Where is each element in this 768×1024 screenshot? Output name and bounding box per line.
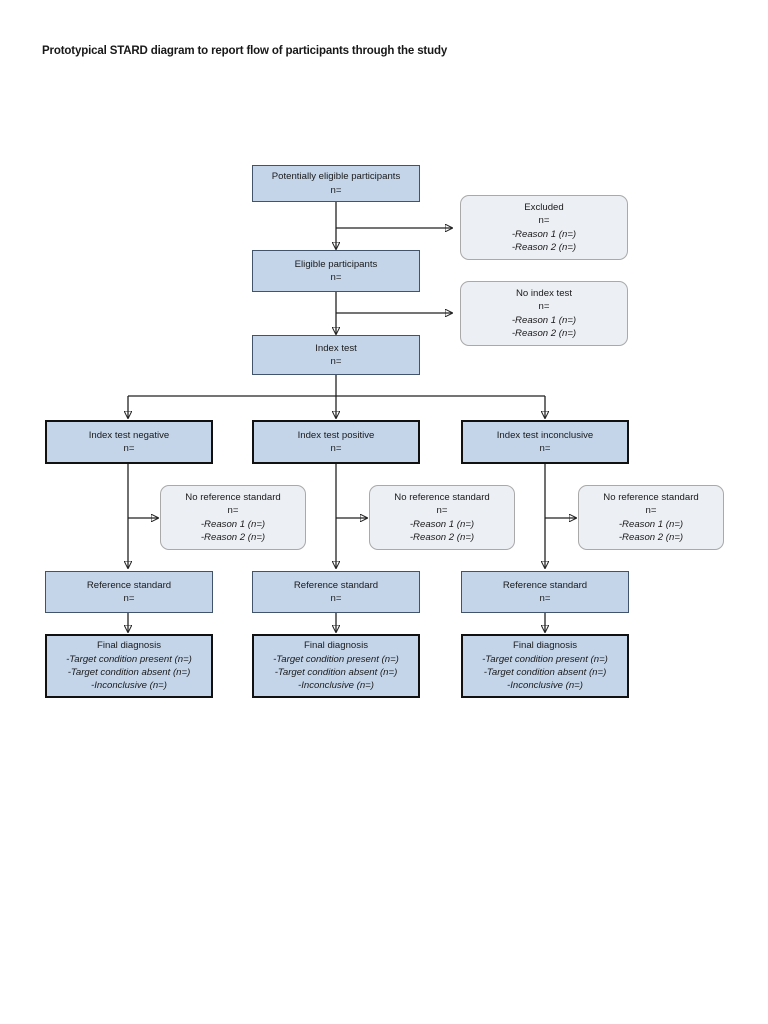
node-line: Excluded xyxy=(524,201,564,213)
node-line: Final diagnosis xyxy=(304,640,368,652)
node-index-test[interactable]: Index test n= xyxy=(252,335,420,375)
node-eligible-participants[interactable]: Eligible participants n= xyxy=(252,250,420,292)
node-line: Reference standard xyxy=(86,579,172,591)
node-reference-standard-positive[interactable]: Reference standard n= xyxy=(252,571,420,613)
node-line: -Target condition absent (n=) xyxy=(67,667,191,678)
node-index-test-negative[interactable]: Index test negative n= xyxy=(45,420,213,464)
node-reference-standard-negative[interactable]: Reference standard n= xyxy=(45,571,213,613)
node-final-diagnosis-inconclusive[interactable]: Final diagnosis -Target condition presen… xyxy=(461,634,629,698)
node-line: Reference standard xyxy=(502,579,588,591)
node-line: No reference standard xyxy=(185,491,281,503)
node-no-reference-standard-positive[interactable]: No reference standard n= -Reason 1 (n=) … xyxy=(369,485,515,550)
node-line: -Reason 2 (n=) xyxy=(511,241,577,253)
node-line: -Reason 1 (n=) xyxy=(409,518,475,530)
node-final-diagnosis-negative[interactable]: Final diagnosis -Target condition presen… xyxy=(45,634,213,698)
node-line: Index test negative xyxy=(88,429,170,441)
node-line: -Inconclusive (n=) xyxy=(507,680,583,692)
node-line: Index test xyxy=(315,342,357,354)
node-line: n= xyxy=(645,505,657,517)
node-line: No reference standard xyxy=(603,491,699,503)
node-line: -Reason 1 (n=) xyxy=(511,314,577,326)
node-potentially-eligible-participants[interactable]: Potentially eligible participants n= xyxy=(252,165,420,202)
node-line: Eligible participants xyxy=(294,258,378,270)
node-line: -Reason 1 (n=) xyxy=(511,228,577,240)
node-line: No index test xyxy=(516,287,572,299)
node-line: -Reason 1 (n=) xyxy=(618,518,684,530)
node-line: -Target condition present (n=) xyxy=(482,653,608,665)
node-line: -Target condition present (n=) xyxy=(66,653,192,665)
node-line: -Target condition absent (n=) xyxy=(483,667,607,678)
node-line: -Target condition present (n=) xyxy=(273,653,399,665)
node-line: -Reason 1 (n=) xyxy=(200,518,266,530)
node-no-reference-standard-negative[interactable]: No reference standard n= -Reason 1 (n=) … xyxy=(160,485,306,550)
node-line: n= xyxy=(227,505,239,517)
node-line: -Inconclusive (n=) xyxy=(298,680,374,692)
node-line: n= xyxy=(123,443,135,454)
node-line: -Reason 2 (n=) xyxy=(409,531,475,543)
node-line: No reference standard xyxy=(394,491,490,503)
node-line: n= xyxy=(539,443,551,454)
node-line: Final diagnosis xyxy=(513,640,577,652)
node-line: Reference standard xyxy=(293,579,379,591)
node-line: n= xyxy=(539,593,551,604)
node-index-test-inconclusive[interactable]: Index test inconclusive n= xyxy=(461,420,629,464)
node-line: Index test inconclusive xyxy=(496,429,594,441)
node-line: -Inconclusive (n=) xyxy=(91,680,167,692)
node-line: Potentially eligible participants xyxy=(271,171,401,183)
node-reference-standard-inconclusive[interactable]: Reference standard n= xyxy=(461,571,629,613)
node-line: Index test positive xyxy=(297,429,375,441)
node-line: n= xyxy=(330,272,342,283)
node-line: Final diagnosis xyxy=(97,640,161,652)
node-line: -Reason 2 (n=) xyxy=(618,531,684,543)
node-no-reference-standard-inconclusive[interactable]: No reference standard n= -Reason 1 (n=) … xyxy=(578,485,724,550)
page-title: Prototypical STARD diagram to report flo… xyxy=(42,45,448,57)
node-line: n= xyxy=(123,593,135,604)
node-line: -Reason 2 (n=) xyxy=(200,531,266,543)
node-line: n= xyxy=(330,593,342,604)
node-final-diagnosis-positive[interactable]: Final diagnosis -Target condition presen… xyxy=(252,634,420,698)
node-line: n= xyxy=(330,443,342,454)
node-line: n= xyxy=(436,505,448,517)
node-excluded[interactable]: Excluded n= -Reason 1 (n=) -Reason 2 (n=… xyxy=(460,195,628,260)
node-no-index-test[interactable]: No index test n= -Reason 1 (n=) -Reason … xyxy=(460,281,628,346)
node-line: n= xyxy=(538,215,550,227)
node-index-test-positive[interactable]: Index test positive n= xyxy=(252,420,420,464)
node-line: -Reason 2 (n=) xyxy=(511,327,577,339)
node-line: n= xyxy=(538,301,550,313)
node-line: n= xyxy=(330,184,342,196)
node-line: -Target condition absent (n=) xyxy=(274,667,398,678)
node-line: n= xyxy=(330,356,342,367)
